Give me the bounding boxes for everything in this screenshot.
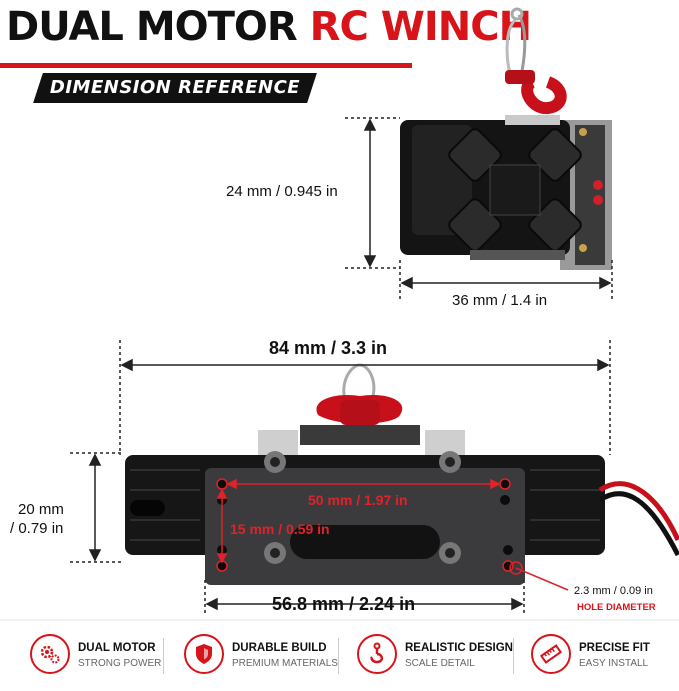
subtitle-text: DIMENSION REFERENCE: [49, 77, 301, 98]
feature-title: DUAL MOTOR: [78, 642, 156, 654]
feature-subtitle: EASY INSTALL: [579, 658, 649, 669]
dim-front-height-in: / 0.79 in: [10, 520, 64, 537]
features-row: DUAL MOTOR STRONG POWER DURABLE BUILD PR…: [0, 626, 679, 691]
dim-side-height: 24 mm / 0.945 in: [226, 183, 338, 200]
feature-separator: [338, 638, 339, 674]
ruler-icon: [531, 634, 571, 674]
hook-icon: [357, 634, 397, 674]
winch-side-view: [400, 7, 612, 270]
feature-separator: [163, 638, 164, 674]
dim-hole-size: 2.3 mm / 0.09 in: [574, 585, 653, 597]
dim-hole-spacing-horizontal: 50 mm / 1.97 in: [308, 492, 408, 508]
title-part1: DUAL MOTOR: [6, 4, 298, 50]
feature-title: PRECISE FIT: [579, 642, 650, 654]
dim-side-width: 36 mm / 1.4 in: [452, 292, 548, 309]
feature-title: REALISTIC DESIGN: [405, 642, 513, 654]
feature-subtitle: STRONG POWER: [78, 658, 162, 669]
feature-title: DURABLE BUILD: [232, 642, 327, 654]
shield-icon: [184, 634, 224, 674]
feature-subtitle: SCALE DETAIL: [405, 658, 475, 669]
dim-front-height-mm: 20 mm: [18, 501, 64, 518]
feature-subtitle: PREMIUM MATERIALS: [232, 658, 338, 669]
title-part2: RC WINCH: [309, 4, 532, 50]
dim-plate-width: 56.8 mm / 2.24 in: [272, 594, 416, 614]
title-underline: [0, 63, 412, 68]
dim-total-length: 84 mm / 3.3 in: [269, 338, 388, 358]
feature-separator: [513, 638, 514, 674]
page-title: DUAL MOTOR RC WINCH: [6, 2, 532, 52]
winch-front-view: [125, 363, 679, 585]
dim-hole-label: HOLE DIAMETER: [577, 602, 656, 613]
gears-icon: [30, 634, 70, 674]
dim-hole-spacing-vertical: 15 mm / 0.59 in: [230, 521, 330, 537]
